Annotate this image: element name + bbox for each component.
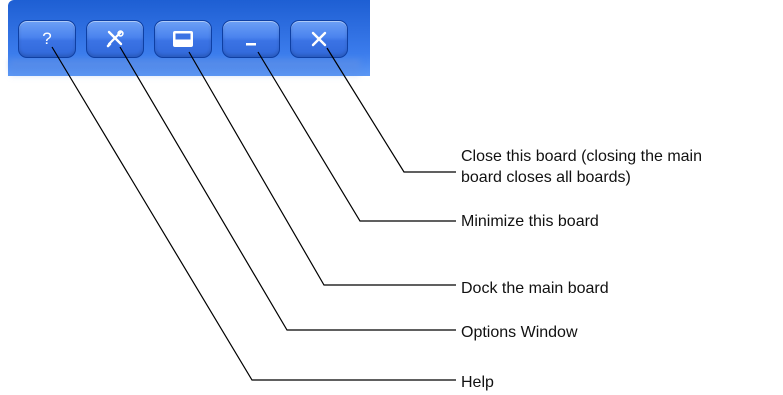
options-callout: Options Window [461, 324, 578, 341]
close-icon [310, 30, 328, 48]
minimize-callout: Minimize this board [461, 213, 599, 230]
question-mark-icon: ? [42, 29, 52, 48]
help-button[interactable]: ? [18, 20, 76, 58]
minimize-leader-line [257, 51, 456, 222]
tools-icon [105, 29, 125, 49]
help-leader-line [51, 46, 456, 381]
help-callout: Help [461, 374, 494, 391]
minimize-icon [242, 30, 260, 48]
close-leader-line [326, 47, 456, 173]
dock-leader-line [188, 51, 456, 286]
close-callout: Close this board (closing the main board… [461, 146, 702, 188]
options-leader-line [119, 46, 456, 331]
toolbar-shadow [10, 60, 360, 78]
close-callout-line1: Close this board (closing the main [461, 148, 703, 165]
close-button[interactable] [290, 20, 348, 58]
options-button[interactable] [86, 20, 144, 58]
dock-icon [172, 30, 194, 48]
minimize-button[interactable] [222, 20, 280, 58]
dock-button[interactable] [154, 20, 212, 58]
close-callout-line2: board closes all boards) [461, 169, 631, 186]
dock-callout: Dock the main board [461, 280, 609, 297]
